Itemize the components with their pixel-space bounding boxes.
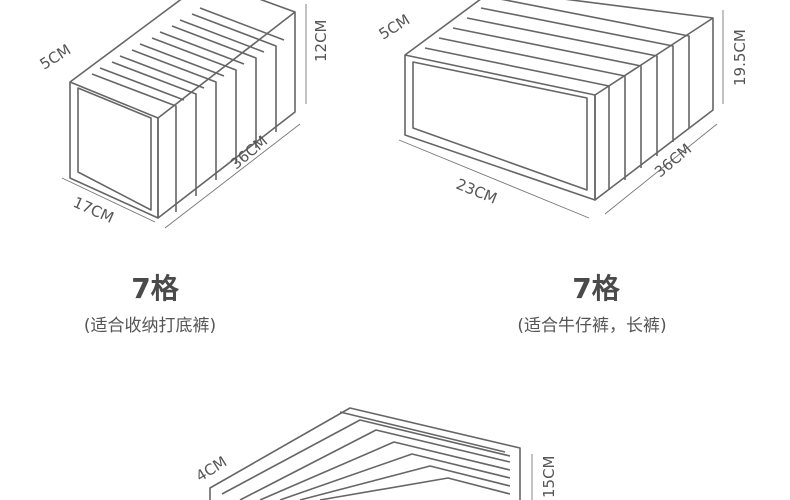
dim-width-label: 23CM [454,175,500,208]
dim-height-label: 19.5CM [731,29,749,86]
organizer-7-grid-wide-diagram: 5CM 19.5CM 36CM 23CM [376,0,749,219]
organizer-third-diagram: 4CM 15CM [193,407,558,500]
product-2-title: 7格 [572,272,620,305]
dim-width-label: 17CM [70,193,116,227]
product-1-title: 7格 [131,272,179,305]
organizer-7-grid-narrow-diagram: 5CM 12CM 36CM 17CM [37,0,330,229]
dim-height-label: 12CM [312,19,330,62]
dim-top-label: 5CM [37,41,74,74]
product-2-subtitle: (适合牛仔裤，长裤) [517,316,667,336]
dim-height-label: 15CM [540,455,558,498]
product-1-subtitle: (适合收纳打底裤) [83,316,217,336]
dim-length-label: 36CM [227,132,271,173]
